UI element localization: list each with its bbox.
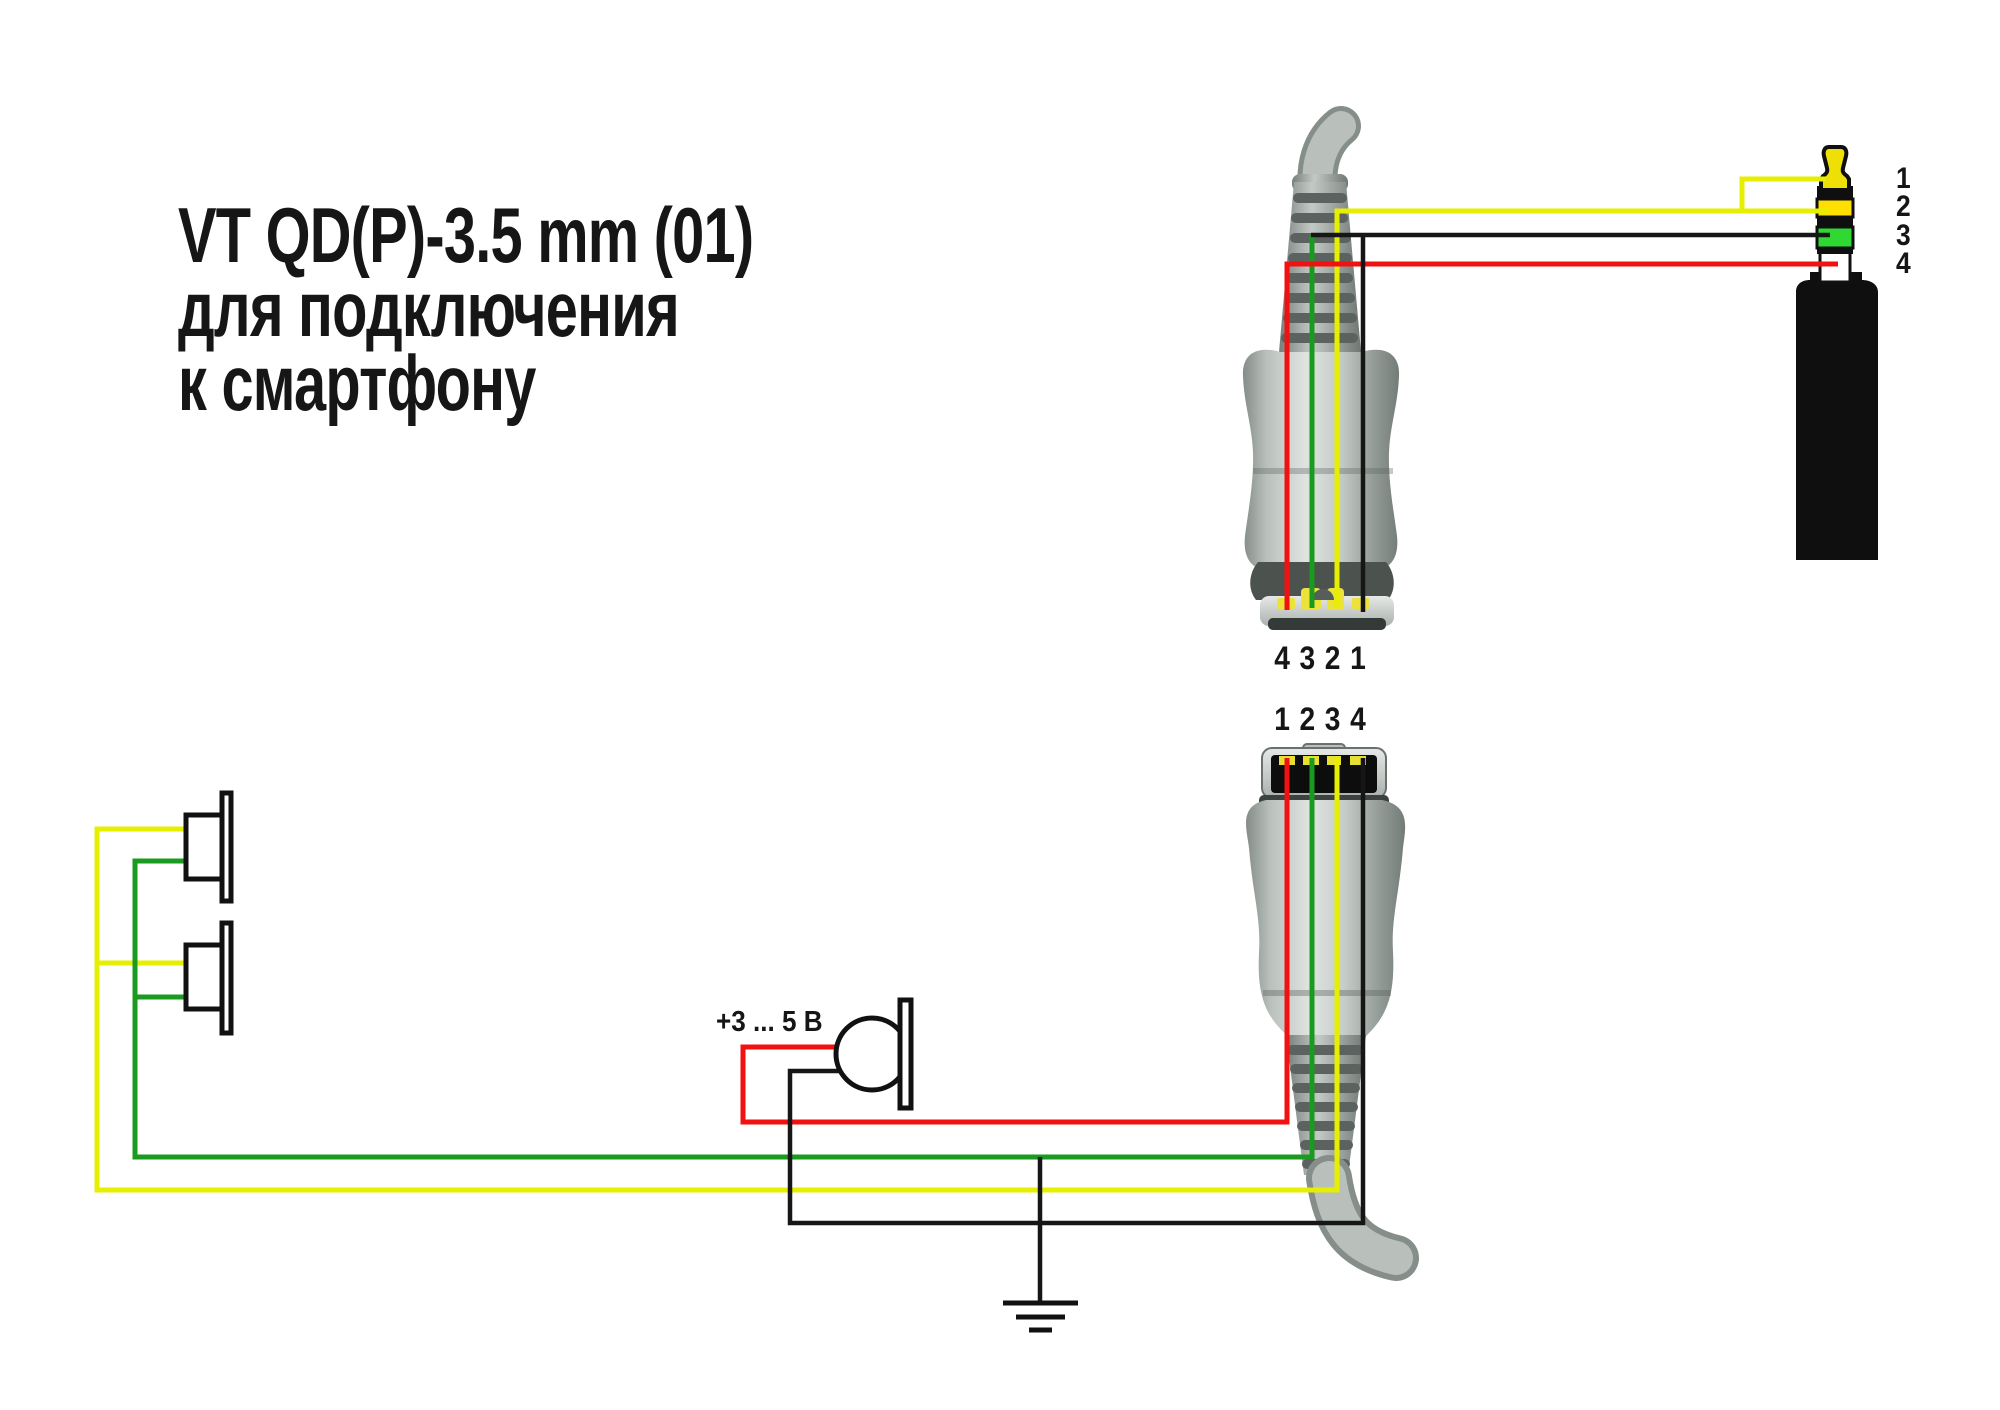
speaker-body: [183, 812, 225, 882]
trrs-jack-illustration: [1796, 145, 1878, 560]
jack-pin-label-4: 4: [1896, 247, 1911, 280]
connector-body: [1246, 800, 1406, 1038]
pin-label: 1: [1350, 640, 1366, 676]
jack-pin-label-3: 3: [1896, 219, 1911, 252]
wires: [94, 176, 1838, 1303]
microphone-voltage-label: +3 ... 5 В: [716, 1006, 823, 1038]
page-title: VT QD(P)-3.5 mm (01) для подключения к с…: [178, 191, 754, 427]
jack-pin-label-1: 1: [1896, 162, 1911, 195]
wire-green: [132, 235, 1315, 1160]
bottom-connector-pin-labels: 1 2 3 4: [1274, 701, 1366, 738]
speaker-body: [183, 942, 225, 1012]
jack-sleeve: [1818, 250, 1852, 284]
wire-black: [787, 232, 1830, 1303]
pin-label: 4: [1350, 701, 1366, 737]
jack-tip: [1819, 145, 1851, 192]
pin-label: 3: [1324, 701, 1341, 737]
title-line-3: к смартфону: [178, 339, 536, 427]
top-qd-connector-illustration: [1242, 106, 1400, 630]
microphone-symbol: [833, 997, 914, 1111]
pin-label: 2: [1324, 640, 1341, 676]
jack-pin-label-2: 2: [1896, 190, 1911, 223]
jack-body: [1796, 272, 1878, 560]
microphone-capsule: [833, 1015, 911, 1093]
contact-face-shadow: [1268, 618, 1386, 630]
microphone-membrane: [897, 997, 914, 1111]
title-line-1: VT QD(P)-3.5 mm (01): [178, 191, 754, 279]
title-line-2: для подключения: [178, 265, 680, 353]
pin-label: 3: [1299, 640, 1316, 676]
pin-label: 1: [1274, 701, 1290, 737]
jack-ring1: [1815, 197, 1855, 219]
speaker-bottom-symbol: [183, 920, 234, 1036]
bottom-qd-connector-illustration: [1246, 743, 1419, 1281]
top-connector-pin-labels: 4 3 2 1: [1274, 640, 1366, 677]
speaker-top-symbol: [183, 790, 234, 904]
strain-relief: [1279, 182, 1361, 352]
connector-body: [1242, 349, 1400, 570]
wire-red: [740, 261, 1838, 1125]
jack-ring2: [1815, 225, 1855, 250]
pin-label: 2: [1299, 701, 1316, 737]
contact-arch: [1312, 589, 1334, 600]
pin-label: 4: [1274, 640, 1290, 676]
ground-symbol: [1003, 1300, 1078, 1333]
body-seam: [1263, 990, 1391, 996]
body-seam: [1253, 468, 1393, 474]
wire-yellow: [94, 176, 1830, 1193]
